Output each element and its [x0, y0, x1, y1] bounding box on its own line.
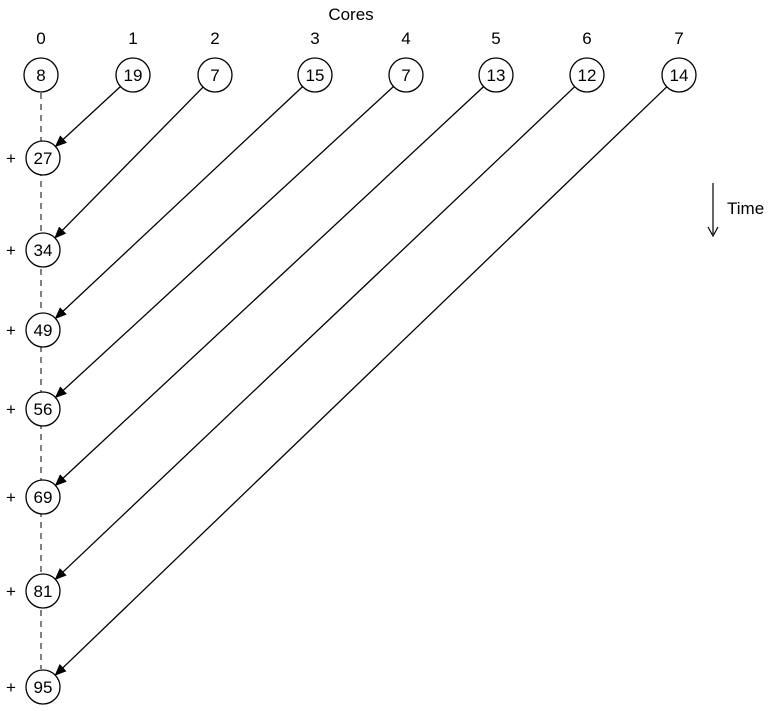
partial-sum-text: 81: [34, 582, 53, 601]
transfer-arrow-core-1: [54, 86, 121, 148]
partial-sum-3: +49: [6, 312, 61, 348]
core-id-label: 5: [491, 29, 500, 48]
transfer-arrow-core-2: [54, 86, 204, 239]
core-value-text: 19: [124, 66, 143, 85]
core-5: 5 13: [478, 29, 514, 93]
transfer-arrow-core-3: [54, 86, 304, 320]
core-id-label: 6: [582, 29, 591, 48]
partial-sum-text: 49: [34, 321, 53, 340]
plus-sign: +: [6, 321, 16, 340]
core-4: 47: [388, 29, 424, 93]
partial-sum-node: [25, 232, 61, 268]
partial-sum-4: +56: [6, 391, 61, 427]
core-value-node: [197, 57, 233, 93]
partial-sum-5: +69: [6, 479, 61, 515]
transfer-arrow-core-5: [54, 86, 485, 487]
core-id-label: 0: [36, 29, 45, 48]
partial-sum-text: 27: [34, 149, 53, 168]
time-arrow-head: [707, 226, 719, 238]
partial-sum-text: 56: [34, 400, 53, 419]
core-value-text: 13: [487, 66, 506, 85]
core-value-text: 14: [670, 66, 689, 85]
core-6: 6 12: [569, 29, 605, 93]
core-value-text: 15: [306, 66, 325, 85]
core-value-node: [297, 57, 333, 93]
core-value-text: 8: [36, 66, 45, 85]
plus-sign: +: [6, 488, 16, 507]
core-7: 7 14: [661, 29, 697, 93]
core-id-label: 3: [310, 29, 319, 48]
plus-sign: +: [6, 400, 16, 419]
partial-sum-node: [25, 140, 61, 176]
partial-sum-6: +81: [6, 573, 61, 609]
transfer-arrow-core-4: [54, 86, 394, 399]
core-value-node: [478, 57, 514, 93]
core-value-node: [388, 57, 424, 93]
plus-sign: +: [6, 582, 16, 601]
partial-sum-1: +27: [6, 140, 61, 176]
time-label: Time: [727, 199, 764, 218]
plus-sign: +: [6, 149, 16, 168]
core-0: 08: [23, 29, 59, 93]
core-2: 27: [197, 29, 233, 93]
core-value-node: [569, 57, 605, 93]
core-id-label: 7: [674, 29, 683, 48]
core-value-text: 12: [578, 66, 597, 85]
core-id-label: 1: [128, 29, 137, 48]
core-3: 3 15: [297, 29, 333, 93]
partial-sum-text: 69: [34, 488, 53, 507]
core-value-text: 7: [401, 66, 410, 85]
cores-title: Cores: [328, 5, 373, 24]
partial-sum-node: [25, 479, 61, 515]
partial-sum-node: [25, 669, 61, 705]
core-id-label: 4: [401, 29, 410, 48]
plus-sign: +: [6, 241, 16, 260]
core-value-node: [115, 57, 151, 93]
partial-sum-node: [25, 573, 61, 609]
core-id-label: 2: [210, 29, 219, 48]
partial-sum-text: 34: [34, 241, 53, 260]
partial-sum-2: +34: [6, 232, 61, 268]
core-value-node: [23, 57, 59, 93]
partial-sum-node: [25, 391, 61, 427]
core-value-text: 7: [210, 66, 219, 85]
time-indicator: Time: [707, 183, 764, 238]
core-value-node: [661, 57, 697, 93]
partial-sum-node: [25, 312, 61, 348]
partial-sum-text: 95: [34, 678, 53, 697]
core-1: 1 19: [115, 29, 151, 93]
plus-sign: +: [6, 678, 16, 697]
transfer-arrow-core-6: [54, 86, 576, 580]
transfer-arrow-core-7: [54, 86, 668, 676]
partial-sum-7: +95: [6, 669, 61, 705]
